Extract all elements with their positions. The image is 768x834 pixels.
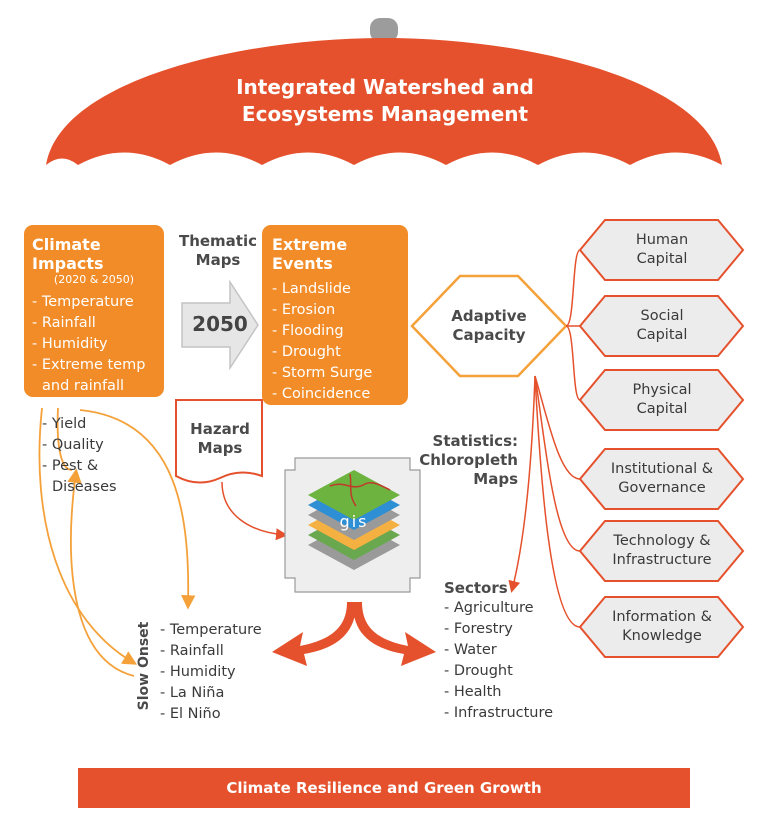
- extreme-events-box: Extreme Events Landslide Erosion Floodin…: [262, 225, 408, 405]
- technology-infrastructure-label: Technology &Infrastructure: [612, 533, 712, 568]
- adaptive-capacity-line1: Adaptive: [451, 307, 527, 325]
- crop-impacts: Yield Quality Pest & Diseases: [42, 414, 117, 498]
- list-item: El Niño: [160, 704, 262, 725]
- arrow-to-gis: [221, 481, 288, 541]
- umbrella-title: Integrated Watershed and Ecosystems Mana…: [170, 74, 600, 128]
- extreme-events-list: Landslide Erosion Flooding Drought Storm…: [272, 279, 398, 405]
- gis-illustration: [284, 457, 421, 593]
- climate-impacts-title: Climate Impacts: [32, 235, 104, 273]
- list-item: Agriculture: [444, 598, 553, 619]
- list-item: Storm Surge: [272, 363, 398, 384]
- list-item: Yield: [42, 414, 117, 435]
- thematic-maps-label: Thematic Maps: [178, 232, 258, 270]
- gis-label: GIS: [339, 512, 369, 531]
- list-item: Coincidence: [272, 384, 398, 405]
- list-item: Rainfall: [160, 641, 262, 662]
- climate-impacts-subtitle: (2020 & 2050): [53, 273, 135, 286]
- arrow-to-sectors: [508, 375, 536, 593]
- hazard-maps-label: Hazard Maps: [180, 420, 260, 458]
- list-item: Extreme temp: [32, 355, 156, 376]
- hazard-maps-line1: Hazard: [190, 420, 250, 438]
- hex-human-capital: [578, 219, 745, 281]
- list-item: Flooding: [272, 321, 398, 342]
- list-item: Temperature: [32, 292, 156, 313]
- hex-social-capital: [578, 295, 745, 357]
- crop-impacts-list: Yield Quality Pest &: [42, 414, 117, 477]
- list-item: Humidity: [160, 662, 262, 683]
- list-item: Erosion: [272, 300, 398, 321]
- sectors-list: Agriculture Forestry Water Drought Healt…: [444, 598, 553, 724]
- list-item-continued: and rainfall: [42, 378, 125, 394]
- hazard-maps-line2: Maps: [197, 439, 243, 457]
- bottom-banner-text: Climate Resilience and Green Growth: [226, 779, 542, 797]
- climate-impacts-box: Climate Impacts (2020 & 2050) Temperatur…: [24, 225, 164, 397]
- statistics-line3: Maps: [473, 470, 518, 488]
- gis-arrow-right: [352, 602, 436, 666]
- statistics-line2: Chloropleth: [419, 451, 518, 469]
- umbrella-title-line2: Ecosystems Management: [241, 102, 529, 126]
- list-item: Rainfall: [32, 313, 156, 334]
- slow-onset-list: Temperature Rainfall Humidity La Niña El…: [160, 620, 262, 725]
- hex-institutional-governance: [578, 448, 745, 510]
- umbrella-handle: [370, 18, 398, 42]
- thematic-maps-line1: Thematic: [178, 232, 258, 250]
- list-item: Humidity: [32, 334, 156, 355]
- list-item: Drought: [444, 661, 553, 682]
- slow-onset-title-wrap: Slow Onset: [132, 622, 154, 714]
- umbrella-title-line1: Integrated Watershed and: [236, 75, 534, 99]
- arrow-2050-label: 2050: [192, 312, 248, 336]
- list-item: Forestry: [444, 619, 553, 640]
- adaptive-capacity-line2: Capacity: [452, 326, 526, 344]
- statistics-line1: Statistics:: [432, 432, 518, 450]
- institutional-governance-label: Institutional &Governance: [610, 461, 714, 496]
- list-item: Temperature: [160, 620, 262, 641]
- climate-impacts-list: Temperature Rainfall Humidity Extreme te…: [32, 292, 156, 397]
- list-item: Pest &: [42, 456, 117, 477]
- list-item: Infrastructure: [444, 703, 553, 724]
- crop-impacts-continued: Diseases: [52, 479, 117, 495]
- list-item: Water: [444, 640, 553, 661]
- hazard-maps-document: [175, 399, 263, 484]
- hex-technology-infrastructure: [578, 520, 745, 582]
- list-item: La Niña: [160, 683, 262, 704]
- slow-onset-title: Slow Onset: [136, 621, 152, 711]
- sectors-title: Sectors: [444, 579, 508, 597]
- capital-connectors: [534, 249, 581, 628]
- hex-information-knowledge: [578, 596, 745, 658]
- umbrella-canopy: [46, 38, 722, 165]
- list-item: Quality: [42, 435, 117, 456]
- gis-arrow-left: [272, 602, 357, 666]
- thematic-maps-line2: Maps: [195, 251, 241, 269]
- bottom-banner: Climate Resilience and Green Growth: [78, 768, 690, 808]
- list-item: Drought: [272, 342, 398, 363]
- sectors: Sectors Agriculture Forestry Water Droug…: [444, 578, 553, 724]
- hex-physical-capital: [578, 369, 745, 431]
- adaptive-capacity-label: Adaptive Capacity: [440, 307, 538, 345]
- list-item: Landslide: [272, 279, 398, 300]
- arrow-2050: [181, 279, 259, 371]
- information-knowledge-label: Information &Knowledge: [612, 609, 712, 644]
- statistics-label: Statistics: Chloropleth Maps: [418, 432, 518, 489]
- list-item: Health: [444, 682, 553, 703]
- extreme-events-title: Extreme Events: [272, 235, 348, 273]
